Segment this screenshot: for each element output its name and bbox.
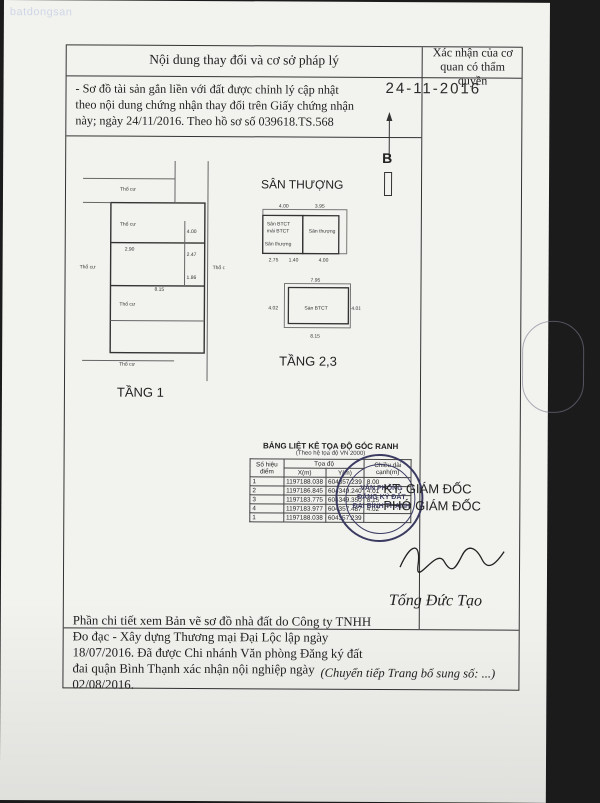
watermark: batdongsan: [10, 6, 73, 18]
signature-icon: [396, 537, 506, 578]
col-point: Số hiệu điểm: [250, 459, 284, 477]
header-left-title: Nội dung thay đổi và cơ sở pháp lý: [67, 51, 422, 69]
cell-x: 1197183.775: [284, 495, 326, 504]
svg-text:7.95: 7.95: [311, 278, 321, 284]
svg-text:Thổ cư: Thổ cư: [120, 186, 137, 193]
floor23-label: TẦNG 2,3: [279, 353, 337, 368]
director-line2: PHÓ GIÁM ĐỐC: [383, 497, 481, 515]
svg-text:1.40: 1.40: [289, 257, 299, 263]
north-label: B: [382, 150, 392, 166]
signer-name: Tống Đức Tạo: [389, 592, 482, 610]
rooftop-label: SÂN THƯỢNG: [261, 177, 343, 191]
svg-text:Thổ cư: Thổ cư: [80, 263, 97, 270]
continuation-note: (Chuyển tiếp Trang bổ sung số: ...): [320, 666, 495, 682]
cell-point: 2: [250, 486, 284, 495]
cell-point: 1: [250, 477, 284, 486]
footer-note: Phần chi tiết xem Bản vẽ sơ đồ nhà đất d…: [72, 612, 372, 694]
svg-text:8.15: 8.15: [310, 334, 320, 340]
svg-text:3.95: 3.95: [315, 204, 325, 210]
director-line1: KT. GIÁM ĐỐC: [383, 480, 481, 498]
svg-text:4.00: 4.00: [279, 203, 289, 209]
svg-text:mái BTCT: mái BTCT: [267, 228, 290, 234]
cell-x: 1197186.845: [284, 486, 326, 495]
change-note: - Sơ đồ tài sản gắn liền với đất được ch…: [75, 80, 355, 129]
svg-text:4.01: 4.01: [351, 306, 360, 312]
cell-x: 1197183.977: [284, 504, 326, 513]
svg-text:Thổ cư: Thổ cư: [120, 221, 137, 228]
cell-x: 1197188.038: [284, 477, 326, 486]
svg-text:Thổ cư: Thổ cư: [119, 361, 136, 368]
svg-text:4.00: 4.00: [319, 258, 329, 264]
confirmation-date: 24-11-2016: [385, 80, 481, 98]
svg-text:2.75: 2.75: [269, 257, 279, 263]
cell-x: 1197188.038: [283, 513, 325, 522]
note-divider: [66, 135, 421, 138]
svg-text:8.15: 8.15: [154, 287, 164, 293]
svg-text:2.47: 2.47: [187, 252, 197, 258]
partial-seal: [522, 321, 584, 413]
svg-text:Sân thượng: Sân thượng: [265, 241, 292, 247]
cell-point: 4: [250, 504, 284, 513]
svg-text:4.02: 4.02: [268, 305, 278, 311]
svg-text:Sân thượng: Sân thượng: [309, 229, 336, 235]
document-page: batdongsan Nội dung thay đổi và cơ sở ph…: [0, 0, 550, 803]
floor1-plan: Thổ cư Thổ cư Thổ cư Thổ cư Thổ cư Thổ cư 2…: [74, 160, 225, 386]
direction-marker: [384, 172, 392, 196]
director-title: KT. GIÁM ĐỐC PHÓ GIÁM ĐỐC: [383, 480, 481, 515]
col-x: X(m): [284, 468, 326, 477]
svg-text:2.90: 2.90: [125, 247, 135, 253]
svg-text:Thổ cư: Thổ cư: [119, 301, 136, 308]
floor1-label: TẦNG 1: [117, 385, 164, 400]
svg-text:4.00: 4.00: [187, 229, 197, 235]
svg-text:Sàn BTCT: Sàn BTCT: [304, 306, 327, 312]
svg-text:Thổ cư: Thổ cư: [213, 264, 226, 271]
cell-point: 3: [250, 495, 284, 504]
svg-text:Sân BTCT: Sân BTCT: [267, 221, 290, 227]
floor23-plan: Sàn BTCT 7.95 8.15 4.02 4.01: [264, 275, 360, 346]
cell-point: 1: [250, 513, 284, 522]
svg-text:1.86: 1.86: [187, 275, 197, 281]
coordinate-table-title: BẢNG LIỆT KÊ TỌA ĐỘ GÓC RANH: [250, 441, 412, 451]
